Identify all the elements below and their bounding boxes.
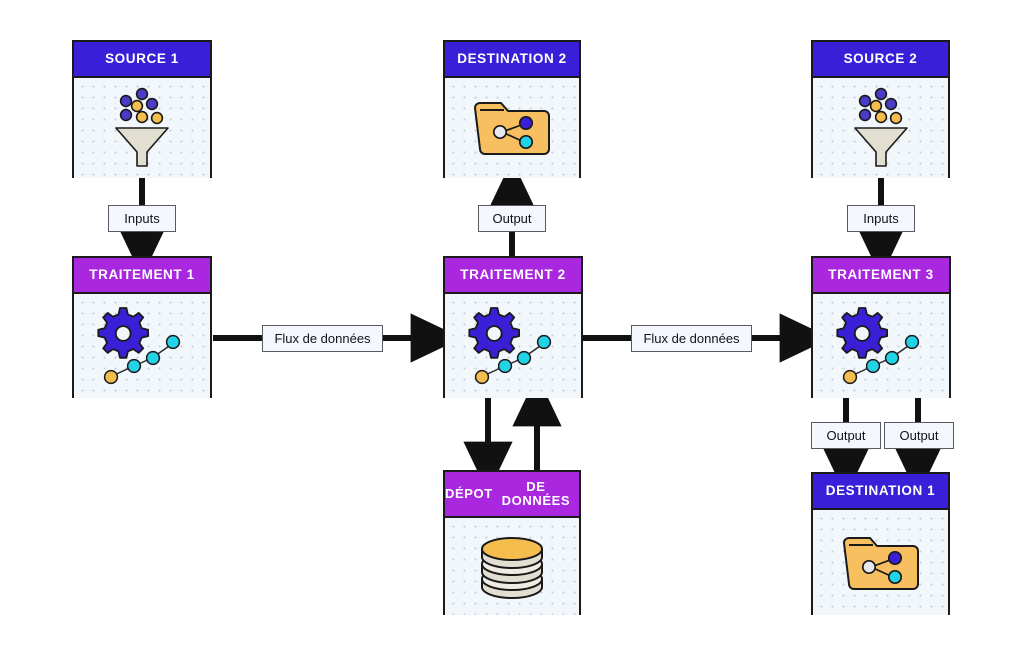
gear-chart-icon: [97, 307, 181, 385]
edge-label-inputs-left-text: Inputs: [124, 211, 160, 226]
node-depot-title: DÉPOT DE DONNÉES: [445, 472, 579, 518]
node-source1-title: SOURCE 1: [74, 42, 210, 78]
node-traitement2-title: TRAITEMENT 2: [445, 258, 581, 294]
folder-share-icon: [842, 536, 919, 590]
edge-label-output-left-text: Output: [826, 428, 866, 443]
node-destination2[interactable]: DESTINATION 2: [443, 40, 581, 178]
edge-label-output-top-text: Output: [492, 211, 532, 226]
node-depot[interactable]: DÉPOT DE DONNÉES: [443, 470, 581, 615]
node-depot-title-line1: DÉPOT: [445, 486, 493, 502]
edge-label-inputs-left: Inputs: [108, 205, 176, 232]
node-source2-title: SOURCE 2: [813, 42, 948, 78]
node-depot-body: [445, 518, 579, 615]
edge-label-output-left: Output: [811, 422, 881, 449]
edge-label-output-right: Output: [884, 422, 954, 449]
node-traitement3[interactable]: TRAITEMENT 3: [811, 256, 951, 398]
node-source1[interactable]: SOURCE 1: [72, 40, 212, 178]
node-destination2-body: [445, 78, 579, 178]
edge-label-output-right-text: Output: [899, 428, 939, 443]
node-source2-body: [813, 78, 948, 178]
funnel-icon: [115, 87, 169, 167]
edge-label-output-top: Output: [478, 205, 546, 232]
edge-label-flux-left: Flux de données: [262, 325, 383, 352]
node-traitement3-title: TRAITEMENT 3: [813, 258, 949, 294]
node-traitement1[interactable]: TRAITEMENT 1: [72, 256, 212, 398]
node-source2[interactable]: SOURCE 2: [811, 40, 950, 178]
edge-label-flux-right-text: Flux de données: [643, 331, 740, 346]
node-traitement1-body: [74, 294, 210, 398]
database-icon: [481, 536, 543, 599]
node-destination2-title: DESTINATION 2: [445, 42, 579, 78]
node-destination1-body: [813, 510, 948, 615]
gear-chart-icon: [836, 307, 920, 385]
node-depot-title-line2: DE DONNÉES: [501, 479, 571, 508]
node-traitement3-body: [813, 294, 949, 398]
node-destination1[interactable]: DESTINATION 1: [811, 472, 950, 615]
folder-share-icon: [474, 102, 550, 155]
node-source1-body: [74, 78, 210, 178]
edge-label-inputs-right-text: Inputs: [863, 211, 899, 226]
node-traitement1-title: TRAITEMENT 1: [74, 258, 210, 294]
funnel-icon: [853, 87, 908, 167]
node-traitement2-body: [445, 294, 581, 398]
edge-label-flux-right: Flux de données: [631, 325, 752, 352]
node-traitement2[interactable]: TRAITEMENT 2: [443, 256, 583, 398]
edge-label-inputs-right: Inputs: [847, 205, 915, 232]
edge-label-flux-left-text: Flux de données: [274, 331, 371, 346]
gear-chart-icon: [468, 307, 552, 385]
node-destination1-title: DESTINATION 1: [813, 474, 948, 510]
